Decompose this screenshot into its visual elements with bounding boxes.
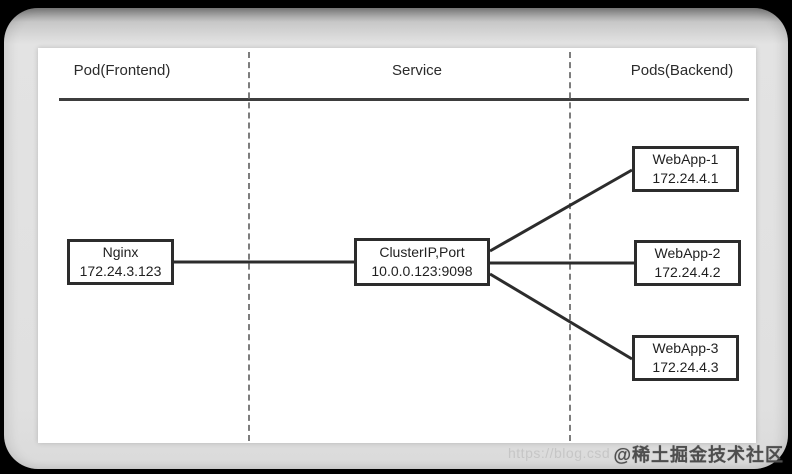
node-nginx-ip: 172.24.3.123 [79,263,162,279]
column-header-frontend: Pod(Frontend) [73,62,171,79]
node-service-clusterip: ClusterIP,Port 10.0.0.123:9098 [354,238,490,286]
slide-card: Pod(Frontend) Service Pods(Backend) Ngin… [4,8,788,469]
divider-service-backend [569,52,571,441]
node-webapp-3: WebApp-3 172.24.4.3 [632,335,739,381]
link-service-webapp1 [489,168,633,253]
node-webapp-1-ip: 172.24.4.1 [652,170,719,186]
node-nginx-title: Nginx [102,244,139,261]
divider-frontend-service [248,52,250,441]
column-header-service: Service [391,62,443,79]
link-service-webapp3 [489,272,633,361]
node-service-ip: 10.0.0.123:9098 [371,263,473,279]
watermark-juejin-community: @稀土掘金技术社区 [613,445,784,465]
watermark-blog-url: https://blog.csd [508,445,611,461]
node-webapp-2-title: WebApp-2 [654,245,721,262]
header-underline [59,98,749,101]
node-service-title: ClusterIP,Port [379,244,465,261]
node-webapp-3-ip: 172.24.4.3 [652,359,719,375]
node-nginx: Nginx 172.24.3.123 [67,239,174,285]
column-header-backend: Pods(Backend) [630,62,734,79]
node-webapp-2-ip: 172.24.4.2 [654,264,721,280]
node-webapp-1-title: WebApp-1 [652,151,719,168]
diagram-panel: Pod(Frontend) Service Pods(Backend) Ngin… [38,48,756,443]
node-webapp-3-title: WebApp-3 [652,340,719,357]
node-webapp-2: WebApp-2 172.24.4.2 [634,240,741,286]
node-webapp-1: WebApp-1 172.24.4.1 [632,146,739,192]
